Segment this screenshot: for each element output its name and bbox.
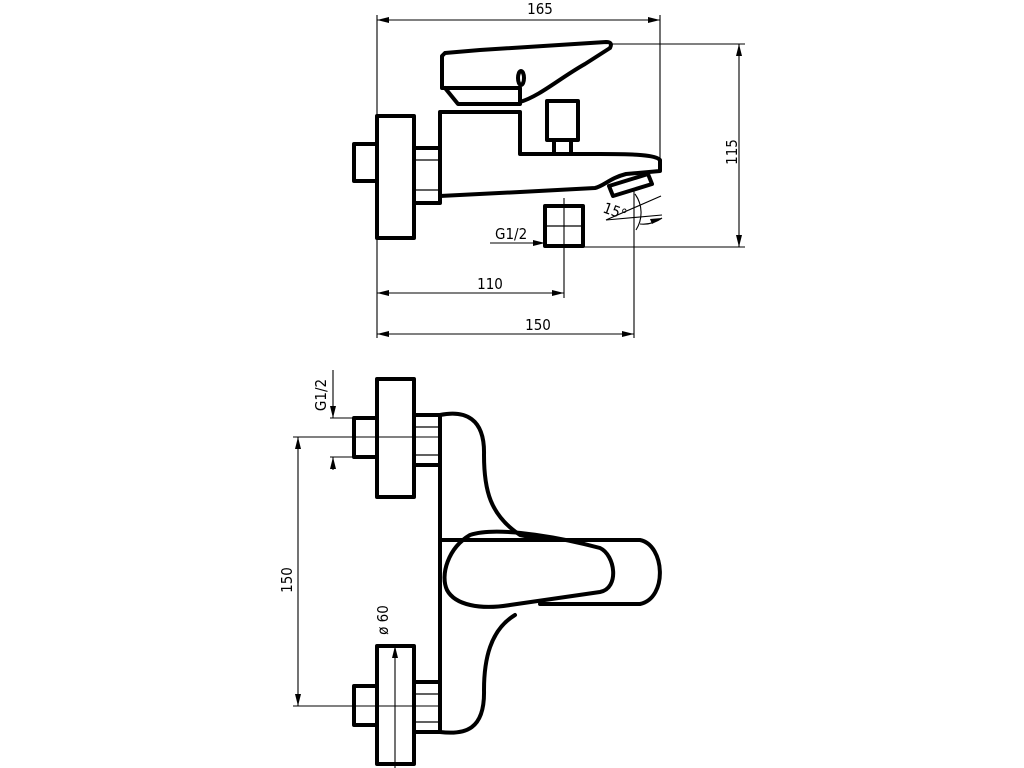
thread-top-label: G1/2 [495, 225, 527, 243]
lever-neck [443, 86, 522, 106]
dim-165-label: 165 [527, 0, 553, 18]
plan-lever-cap [538, 538, 662, 606]
upper-hex-nut [412, 413, 442, 467]
dim-150-horizontal-label: 150 [525, 316, 551, 334]
aerator [607, 172, 654, 198]
side-elevation-view: 165 115 G1/2 15° 110 150 [352, 0, 745, 338]
dim-115-label: 115 [723, 139, 741, 165]
diverter-stem [552, 138, 573, 156]
upper-wall-flange [375, 377, 416, 499]
hex-nut [412, 146, 442, 205]
lever-handle [440, 40, 613, 104]
plan-body [438, 411, 547, 735]
lower-hex-nut [412, 680, 442, 734]
diverter-knob [545, 99, 580, 142]
plan-lever [442, 529, 616, 609]
inlet-pipe [352, 142, 379, 183]
lever-pin [516, 69, 526, 87]
thread-side-label: G1/2 [312, 379, 330, 411]
dim-110-label: 110 [477, 275, 503, 293]
flange-diameter-label: ø 60 [374, 605, 392, 635]
angle-label: 15° [601, 199, 630, 224]
plan-view: G1/2 150 ø 60 [278, 370, 662, 768]
wall-flange [375, 114, 416, 240]
valve-body [438, 110, 662, 198]
dim-150-vertical-label: 150 [278, 567, 296, 593]
